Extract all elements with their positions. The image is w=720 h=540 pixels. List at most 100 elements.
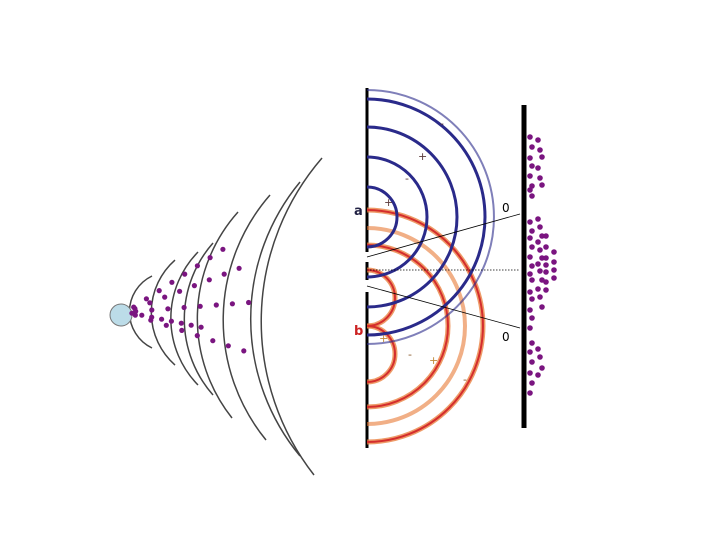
screen-hit-dot <box>539 233 545 239</box>
ray-dot <box>197 303 203 309</box>
ray-dot <box>246 299 252 306</box>
screen-hit-dot <box>535 137 541 143</box>
particle-rays <box>129 246 252 354</box>
ray-dot <box>229 301 235 307</box>
ray-dot <box>210 338 216 344</box>
screen-hit-dot <box>537 294 543 300</box>
screen-hit-dot <box>529 193 535 199</box>
screen-hit-dot <box>527 173 533 179</box>
screen-hit-dot <box>529 340 535 346</box>
screen-hit-dot <box>529 359 535 365</box>
ray-dot <box>129 310 135 316</box>
screen-hit-dot <box>529 228 535 234</box>
ray-dot <box>169 279 175 285</box>
screen-hit-dot <box>527 349 533 355</box>
screen-hit-dot <box>543 233 549 239</box>
wave-set-b <box>366 207 486 445</box>
screen-hit-dot <box>537 175 543 181</box>
screen-hit-dot <box>537 224 543 230</box>
screen-hit-dot <box>527 155 533 161</box>
screen-hit-dot <box>551 249 557 255</box>
wave-a-sign-4: + <box>384 196 393 209</box>
ray-dot <box>165 306 171 312</box>
ray-dot <box>177 288 183 294</box>
particle-source <box>109 303 133 327</box>
incident-wave-4 <box>183 242 214 396</box>
incident-wave-6 <box>222 194 271 441</box>
screen-hit-dot <box>529 315 535 321</box>
ray-dot <box>220 246 226 252</box>
ray-dot <box>179 327 185 333</box>
ray-dot <box>194 333 200 339</box>
ray-dot <box>236 265 242 271</box>
screen-hit-dot <box>527 307 533 313</box>
screen-hit-dot <box>535 239 541 245</box>
wave-b-sign-2: - <box>408 348 412 361</box>
screen-hit-dot <box>529 296 535 302</box>
ray-dot <box>198 324 204 330</box>
screen-hit-dot <box>551 267 557 273</box>
screen-hit-dot <box>537 268 543 274</box>
particle-hits <box>527 134 557 396</box>
ray-dot <box>147 300 153 306</box>
screen-hit-dot <box>551 259 557 265</box>
wave-a-sign-3: - <box>405 172 409 185</box>
wave-b-sign-1: + <box>379 332 388 345</box>
slit-b-label: b <box>354 324 363 339</box>
screen-hit-dot <box>535 346 541 352</box>
screen-hit-dot <box>535 165 541 171</box>
incident-wave-8 <box>260 157 323 476</box>
screen-hit-dot <box>527 235 533 241</box>
ray-dot <box>225 343 231 349</box>
screen-hit-dot <box>527 289 533 295</box>
screen-hit-dot <box>527 325 533 331</box>
screen-hit-dot <box>543 269 549 275</box>
ray-dot <box>206 277 212 283</box>
ray-dot <box>139 312 145 318</box>
screen-hit-dot <box>527 219 533 225</box>
ray-dot <box>149 307 155 313</box>
screen-hit-dot <box>543 262 549 268</box>
screen-hit-dot <box>543 279 549 285</box>
screen-hit-dot <box>535 372 541 378</box>
screen-hit-dot <box>527 134 533 140</box>
incident-wave-3 <box>170 251 199 386</box>
screen-hit-dot <box>527 390 533 396</box>
ray-dot <box>221 271 227 277</box>
screen-hit-dot <box>537 147 543 153</box>
screen-hit-dot <box>539 304 545 310</box>
screen-hit-dot <box>539 182 545 188</box>
screen-hit-dot <box>543 244 549 250</box>
incident-wave-7 <box>250 181 301 457</box>
screen-hit-dot <box>529 144 535 150</box>
screen-hit-dot <box>527 271 533 277</box>
ray-dot <box>156 288 162 294</box>
screen-hit-dot <box>539 154 545 160</box>
screen-hit-dot <box>537 247 543 253</box>
screen-hit-dot <box>529 263 535 269</box>
wave-b-sign-4: - <box>463 373 467 386</box>
screen-hit-dot <box>535 216 541 222</box>
screen-hit-dot <box>539 365 545 371</box>
zero-label-bottom: 0 <box>502 330 510 344</box>
ray-dot <box>191 283 197 289</box>
ray-dot <box>182 271 188 277</box>
wave-a-sign-1: - <box>440 117 444 130</box>
ray-dot <box>213 302 219 308</box>
ray-dot <box>194 263 200 269</box>
ray-dot <box>188 322 194 328</box>
wave-b-sign-3: + <box>429 354 438 367</box>
ray-dot <box>159 316 165 322</box>
screen-hit-dot <box>527 254 533 260</box>
ray-dot <box>143 296 149 302</box>
wave-set-a <box>366 89 495 345</box>
screen-hit-dot <box>535 261 541 267</box>
ray-dot <box>162 294 168 300</box>
screen-hit-dot <box>529 277 535 283</box>
screen-hit-dot <box>529 380 535 386</box>
screen-hit-dot <box>539 255 545 261</box>
screen-hit-dot <box>543 287 549 293</box>
screen-hit-dot <box>527 370 533 376</box>
ray-dot <box>241 348 247 354</box>
